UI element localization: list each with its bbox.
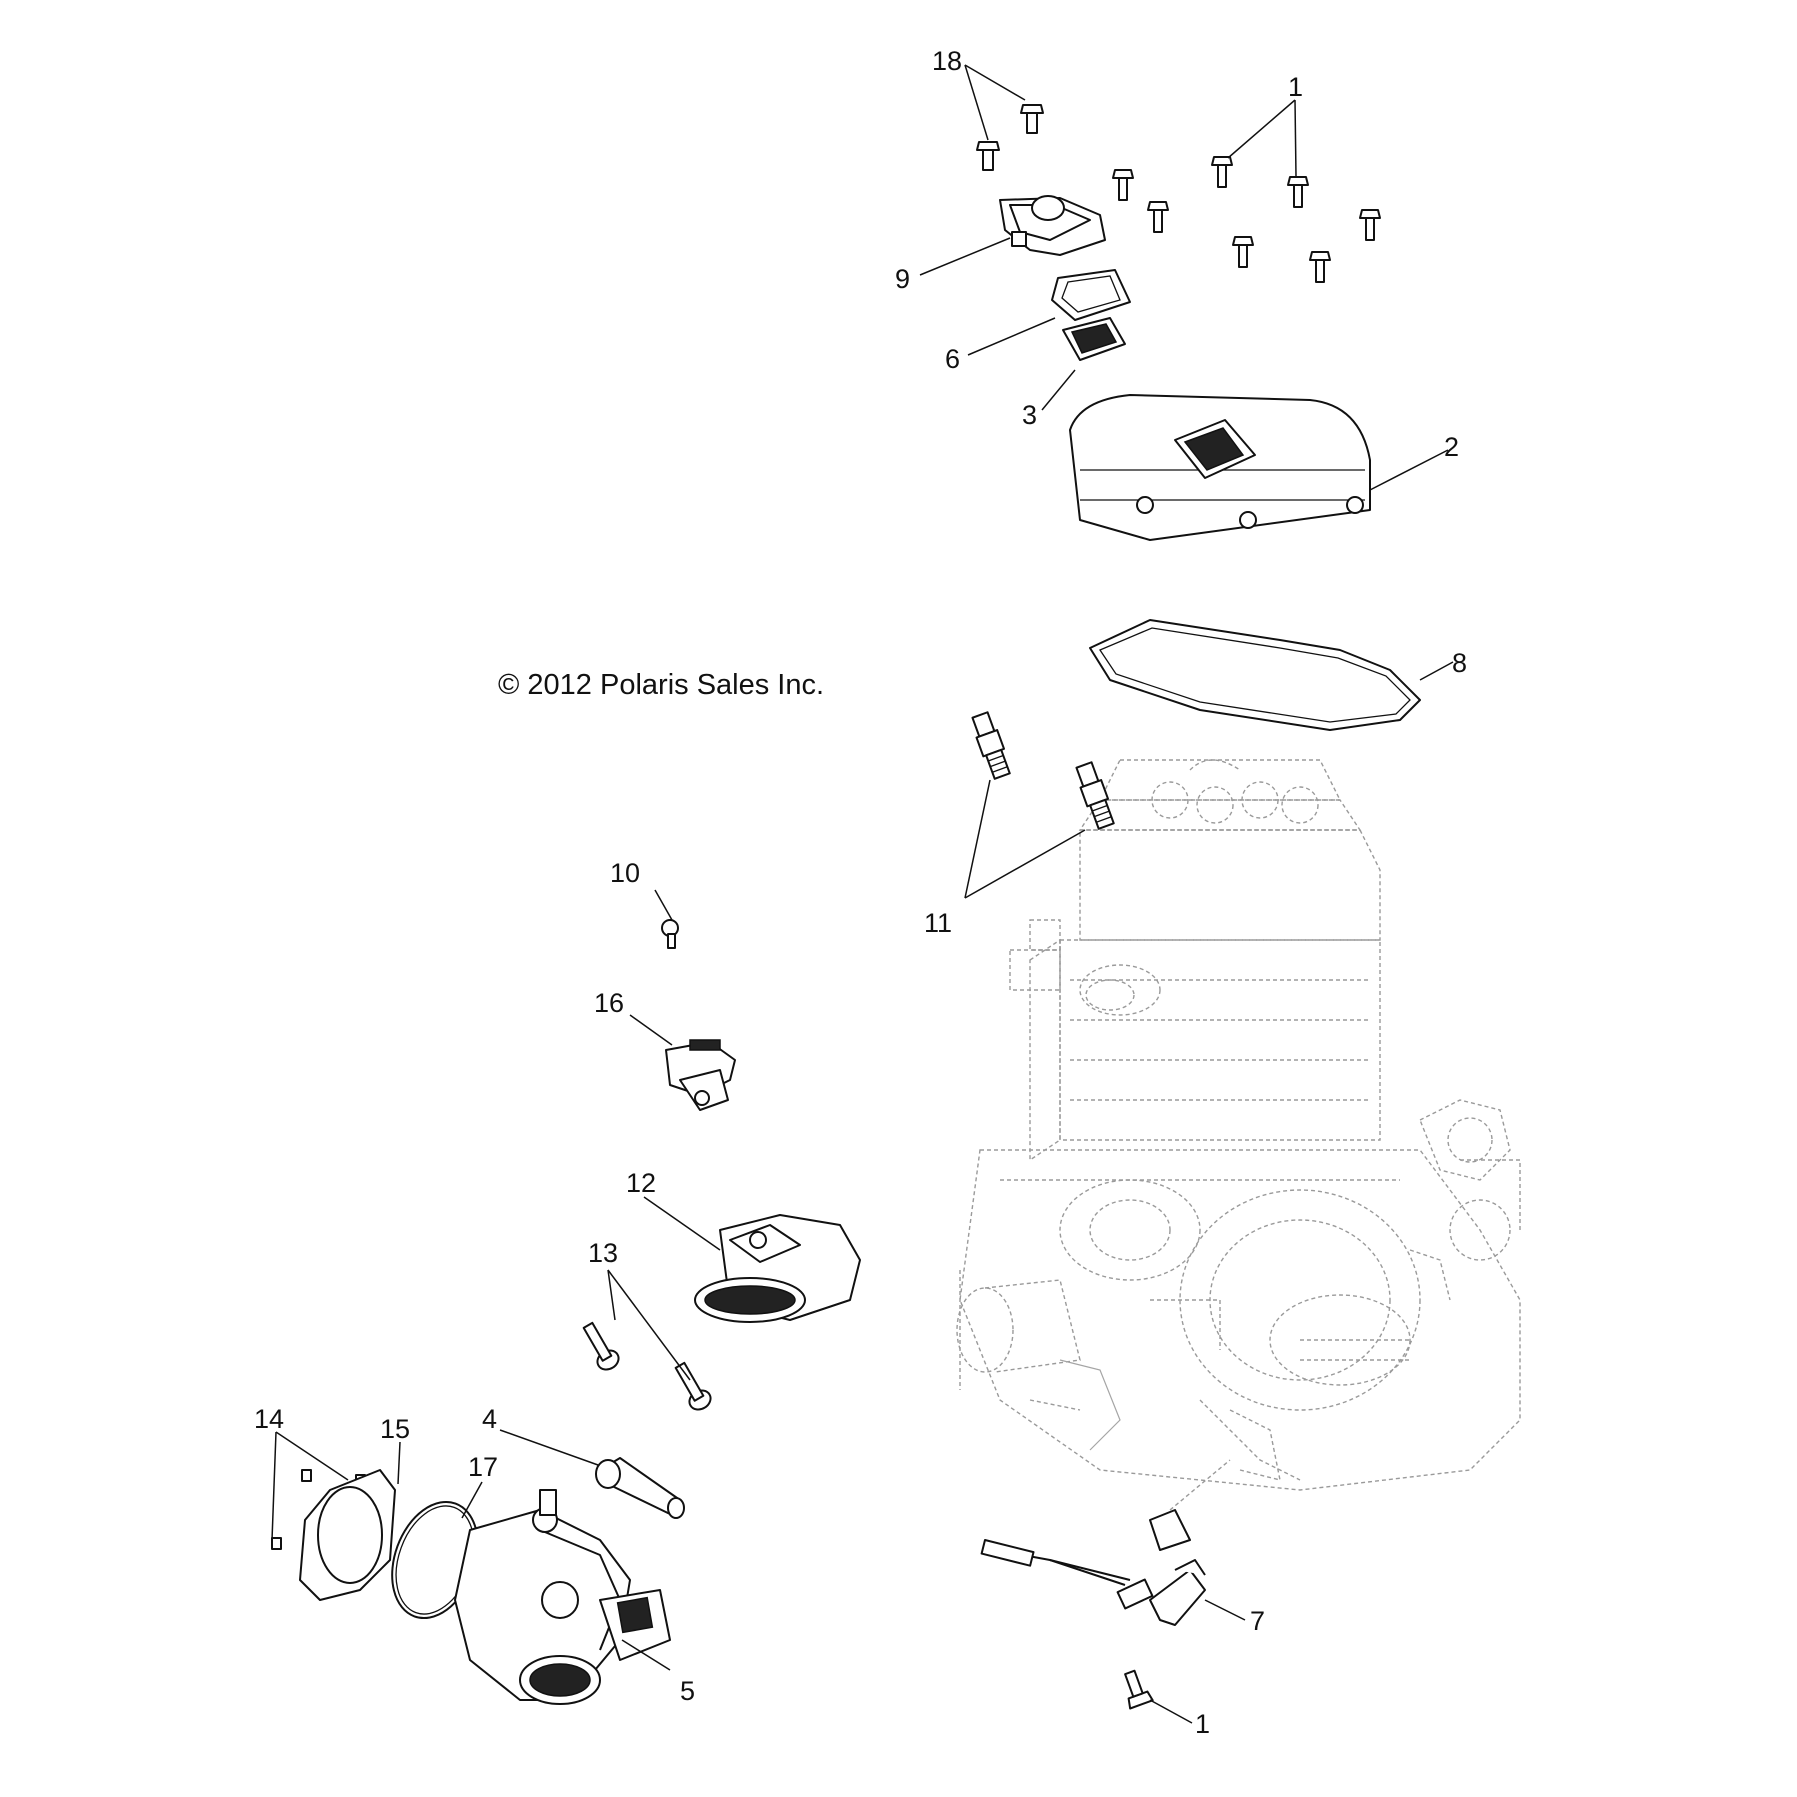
- leader-lines: [271, 64, 1454, 1724]
- intake-adapter-item-12: [694, 1214, 861, 1323]
- valve-item-3: [1062, 317, 1126, 361]
- callout-2: 2: [1444, 432, 1459, 462]
- valve-cover-item-2: [1069, 394, 1371, 541]
- screw-item-10: [661, 919, 679, 949]
- callout-numbers: 18 1 9 6 3 2 8 11 10 16 12 13 14 15 17 4…: [254, 46, 1467, 1739]
- callout-17: 17: [468, 1452, 498, 1482]
- callout-14: 14: [254, 1404, 284, 1434]
- plate-gasket-item-15: [299, 1469, 396, 1601]
- hose-item-4: [595, 1457, 685, 1519]
- bolts-item-1-top: [1112, 156, 1381, 283]
- bolt-item-1-bottom: [1124, 1669, 1154, 1710]
- sensor-item-16: [665, 1039, 736, 1111]
- valve-cover-gasket-item-8: [1089, 619, 1421, 731]
- callout-15: 15: [380, 1414, 410, 1444]
- bolts-item-13: [582, 1321, 712, 1411]
- throttle-body-item-5: [454, 1489, 671, 1705]
- callout-6: 6: [945, 344, 960, 374]
- copyright-notice: © 2012 Polaris Sales Inc.: [498, 669, 824, 701]
- callout-3: 3: [1022, 400, 1037, 430]
- callout-11: 11: [924, 908, 952, 938]
- callout-16: 16: [594, 988, 624, 1018]
- callout-9: 9: [895, 264, 910, 294]
- bolts-item-18: [976, 104, 1044, 171]
- callout-8: 8: [1452, 648, 1467, 678]
- callout-5: 5: [680, 1676, 695, 1706]
- callout-1-top: 1: [1288, 72, 1303, 102]
- callout-13: 13: [588, 1238, 618, 1268]
- callout-7: 7: [1250, 1606, 1265, 1636]
- callout-4: 4: [482, 1404, 497, 1434]
- callout-12: 12: [626, 1168, 656, 1198]
- speed-sensor-item-7: [980, 1459, 1231, 1626]
- gasket-item-6: [1051, 269, 1131, 321]
- spark-plugs-item-11: [971, 711, 1115, 830]
- callout-18: 18: [932, 46, 962, 76]
- breather-housing-item-9: [999, 195, 1106, 256]
- callout-10: 10: [610, 858, 640, 888]
- engine-block-ghost: [956, 759, 1521, 1491]
- callout-1-bottom: 1: [1195, 1709, 1210, 1739]
